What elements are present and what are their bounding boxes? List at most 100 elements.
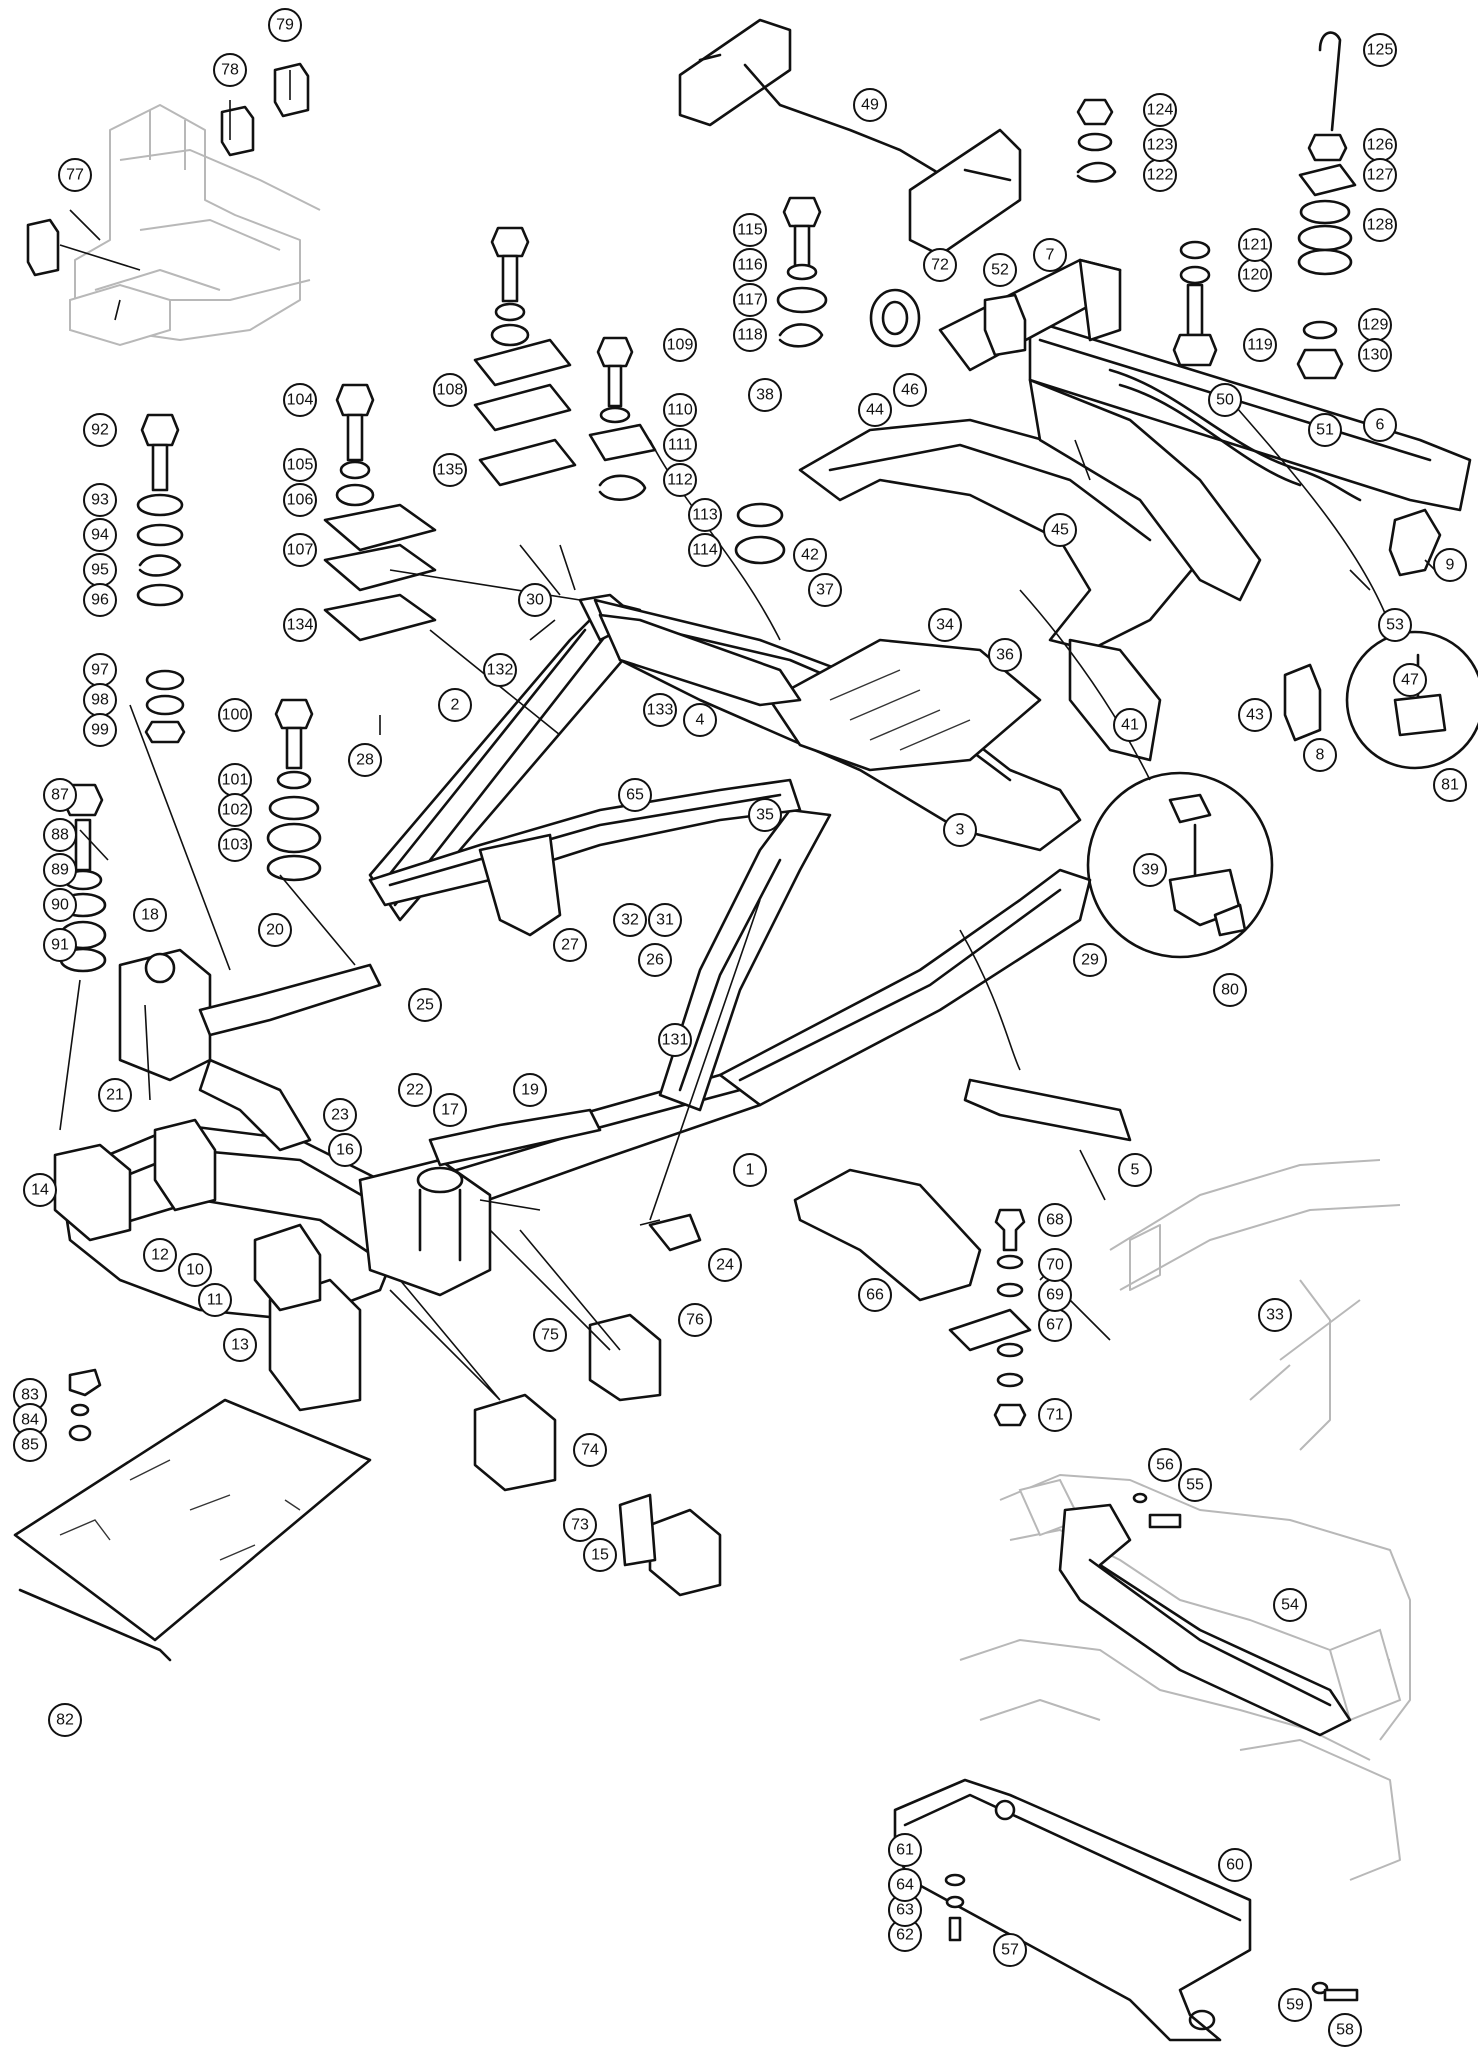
callout-87: 87 — [43, 778, 77, 812]
fastener-stack-125 — [1297, 31, 1357, 276]
callout-circle — [733, 318, 767, 352]
callout-92: 92 — [83, 413, 117, 447]
callout-number: 26 — [646, 952, 664, 969]
callout-number: 15 — [591, 1547, 609, 1564]
callout-66: 66 — [858, 1278, 892, 1312]
callout-number: 96 — [91, 592, 109, 609]
callout-57: 57 — [993, 1933, 1027, 1967]
callout-circle — [98, 1078, 132, 1112]
callout-52: 52 — [983, 253, 1017, 287]
callout-number: 43 — [1246, 707, 1264, 724]
part-5-channel — [963, 1078, 1132, 1142]
callout-14: 14 — [23, 1173, 57, 1207]
callout-circle — [618, 778, 652, 812]
callout-circle — [893, 373, 927, 407]
callout-81: 81 — [1433, 768, 1467, 802]
callout-63: 63 — [888, 1893, 922, 1927]
callout-number: 81 — [1441, 777, 1459, 794]
callout-circle — [1143, 128, 1177, 162]
callout-number: 30 — [526, 592, 544, 609]
callout-number: 102 — [222, 802, 249, 819]
callout-85: 85 — [13, 1428, 47, 1462]
callout-134: 134 — [283, 608, 317, 642]
callout-circle — [1243, 328, 1277, 362]
callout-circle — [23, 1173, 57, 1207]
callout-number: 25 — [416, 997, 434, 1014]
callout-8: 8 — [1303, 738, 1337, 772]
callout-122: 122 — [1143, 158, 1177, 192]
fastener-stack-129 — [1296, 320, 1344, 380]
callout-31: 31 — [648, 903, 682, 937]
callout-circle — [48, 1703, 82, 1737]
part-54-tube — [1058, 1503, 1352, 1737]
callout-number: 45 — [1051, 522, 1069, 539]
callout-number: 23 — [331, 1107, 349, 1124]
callout-15: 15 — [583, 1538, 617, 1572]
callout-number: 21 — [106, 1087, 124, 1104]
callout-circle — [283, 383, 317, 417]
part-9-bracket — [1388, 508, 1442, 577]
callout-number: 1 — [746, 1162, 755, 1179]
callout-90: 90 — [43, 888, 77, 922]
callout-23: 23 — [323, 1098, 357, 1132]
callout-123: 123 — [1143, 128, 1177, 162]
callout-number: 131 — [662, 1032, 689, 1049]
callout-number: 80 — [1221, 982, 1239, 999]
callout-circle — [1178, 1468, 1212, 1502]
part-78-bump-stop — [220, 105, 255, 157]
callout-circle — [733, 213, 767, 247]
callout-circle — [433, 453, 467, 487]
callout-circle — [283, 533, 317, 567]
ghost-inset-top-left — [69, 104, 321, 347]
callout-21: 21 — [98, 1078, 132, 1112]
callout-88: 88 — [43, 818, 77, 852]
callout-number: 51 — [1316, 422, 1334, 439]
callout-circle — [1358, 338, 1392, 372]
callout-1: 1 — [733, 1153, 767, 1187]
part-8-bracket — [1283, 663, 1322, 742]
callout-number: 56 — [1156, 1457, 1174, 1474]
callout-number: 92 — [91, 422, 109, 439]
callout-number: 122 — [1147, 167, 1174, 184]
callout-67: 67 — [1038, 1308, 1072, 1342]
main-chassis-frame — [368, 258, 1472, 1212]
callout-71: 71 — [1038, 1398, 1072, 1432]
callout-16: 16 — [328, 1133, 362, 1167]
callout-28: 28 — [348, 743, 382, 777]
callout-circle — [258, 913, 292, 947]
callout-circle — [1133, 853, 1167, 887]
callout-number: 85 — [21, 1437, 39, 1454]
callout-number: 93 — [91, 492, 109, 509]
callout-number: 78 — [221, 62, 239, 79]
callout-circle — [83, 713, 117, 747]
callout-49: 49 — [853, 88, 887, 122]
callout-number: 77 — [66, 167, 84, 184]
callout-number: 16 — [336, 1142, 354, 1159]
callout-circle — [178, 1253, 212, 1287]
callout-124: 124 — [1143, 93, 1177, 127]
callout-number: 115 — [737, 222, 763, 239]
callout-27: 27 — [553, 928, 587, 962]
callout-61: 61 — [888, 1833, 922, 1867]
callout-65: 65 — [618, 778, 652, 812]
callout-circle — [733, 248, 767, 282]
callout-number: 112 — [667, 472, 693, 489]
callout-number: 18 — [141, 907, 159, 924]
part-24-bracket — [648, 1213, 702, 1252]
fastener-stack-83 — [68, 1368, 102, 1442]
callout-number: 2 — [451, 697, 460, 714]
callout-circle — [518, 583, 552, 617]
callout-number: 84 — [21, 1412, 39, 1429]
callout-111: 111 — [663, 428, 697, 462]
callout-circle — [483, 653, 517, 687]
callout-circle — [1393, 663, 1427, 697]
callout-number: 4 — [696, 712, 705, 729]
callout-number: 119 — [1247, 337, 1273, 354]
callout-74: 74 — [573, 1433, 607, 1467]
callout-circle — [143, 1238, 177, 1272]
callout-47: 47 — [1393, 663, 1427, 697]
callout-30: 30 — [518, 583, 552, 617]
callout-number: 72 — [931, 257, 949, 274]
callout-number: 135 — [437, 462, 464, 479]
callout-circle — [1143, 93, 1177, 127]
